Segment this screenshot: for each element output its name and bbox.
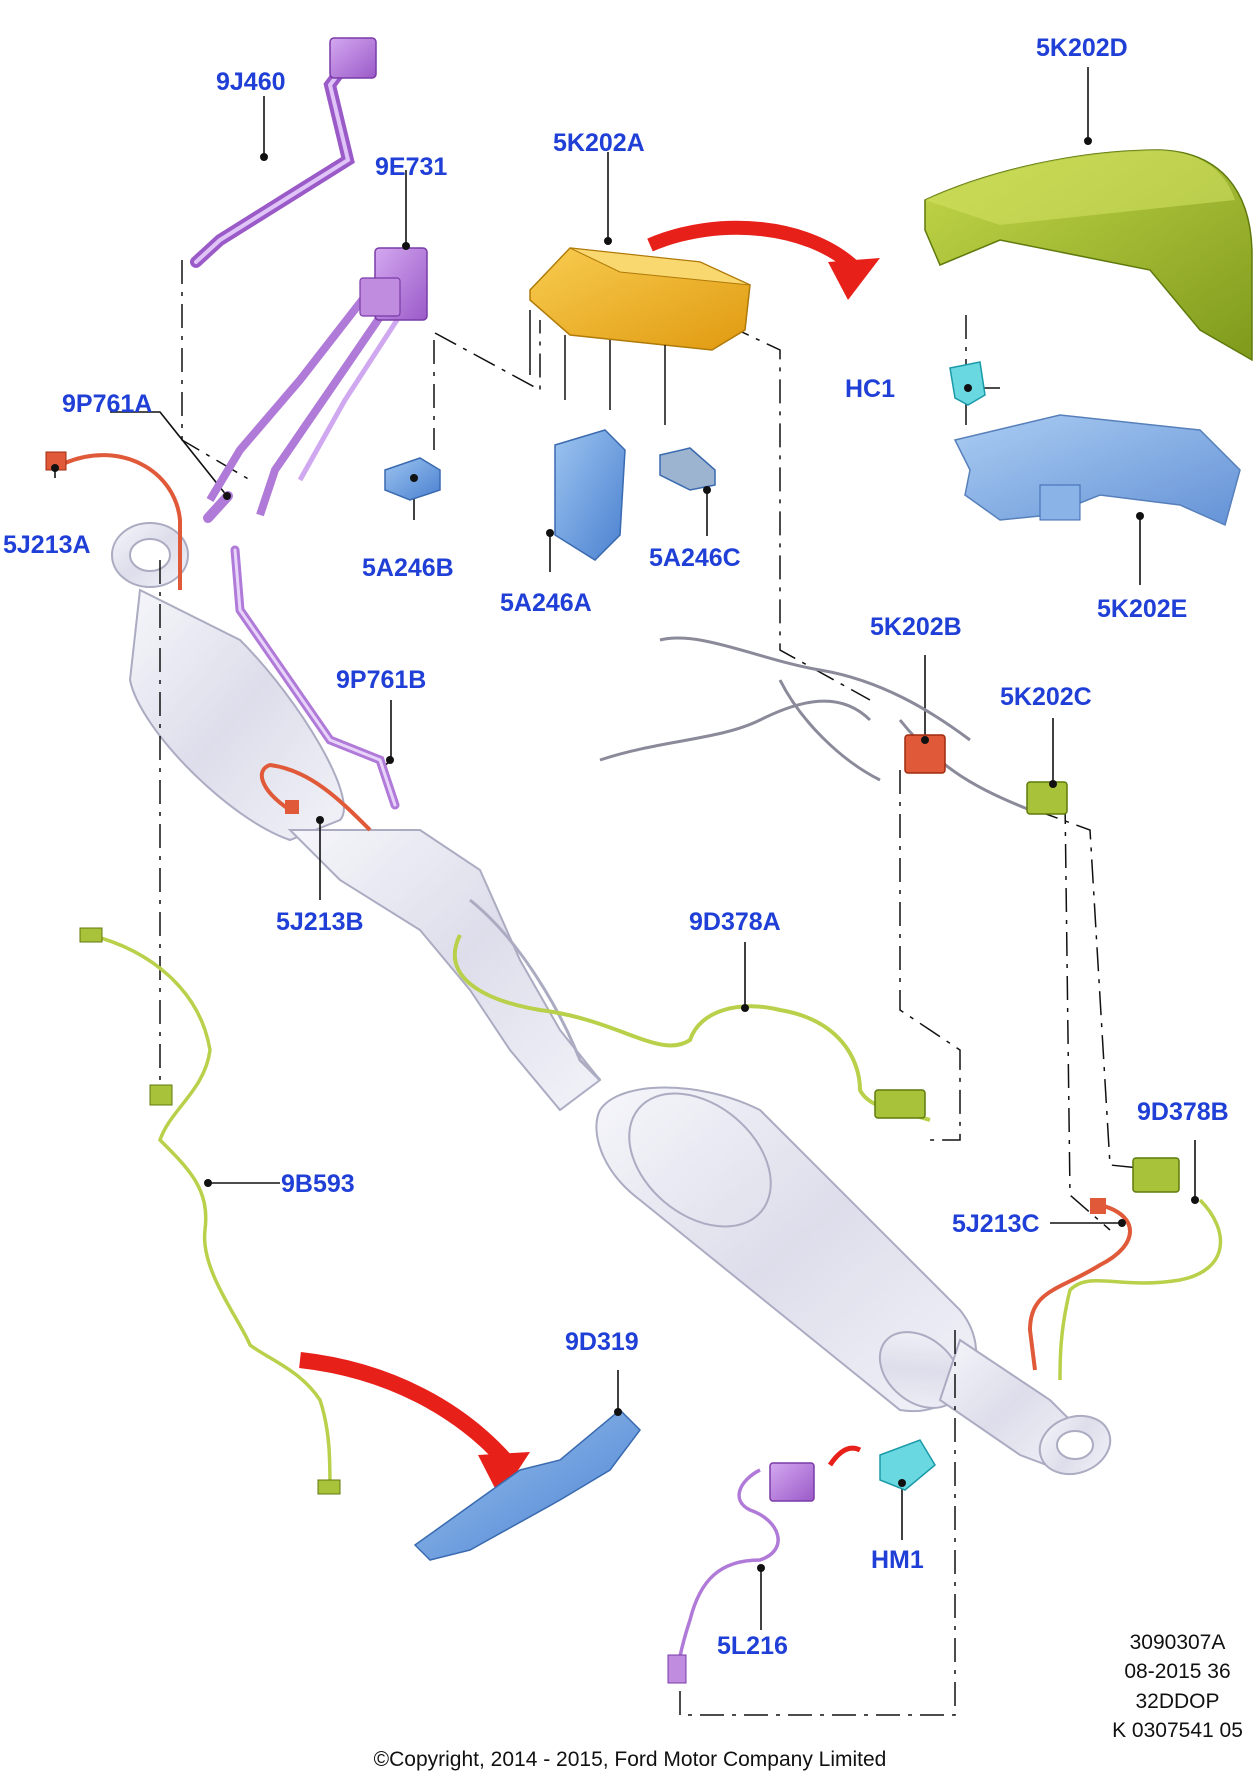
pipe-bend bbox=[469, 898, 602, 1082]
part-9B593 bbox=[79, 927, 341, 1495]
label-5A246C: 5A246C bbox=[649, 544, 741, 572]
leader-dots bbox=[51, 137, 1199, 1572]
part-5L216 bbox=[667, 1462, 815, 1684]
label-9P761B: 9P761B bbox=[336, 666, 427, 694]
part-9D378A bbox=[452, 934, 931, 1122]
part-5K202E bbox=[953, 414, 1241, 527]
label-9B593: 9B593 bbox=[281, 1170, 355, 1198]
part-HM1 bbox=[827, 1439, 936, 1491]
part-9P761B bbox=[230, 545, 400, 810]
part-9J460 bbox=[190, 37, 377, 268]
label-5L216: 5L216 bbox=[717, 1632, 788, 1660]
part-5K202D bbox=[924, 149, 1253, 362]
label-5A246A: 5A246A bbox=[500, 589, 592, 617]
label-5K202E: 5K202E bbox=[1097, 595, 1188, 623]
reference-line-4: K 0307541 05 bbox=[1112, 1719, 1243, 1743]
reference-block: 3090307A 08-2015 36 32DDOP K 0307541 05 bbox=[1095, 1628, 1260, 1746]
reference-line-2: 08-2015 36 bbox=[1124, 1660, 1231, 1684]
label-9P761A: 9P761A bbox=[62, 390, 153, 418]
label-5K202D: 5K202D bbox=[1036, 34, 1128, 62]
label-9D378A: 9D378A bbox=[689, 908, 781, 936]
copyright-text: ©Copyright, 2014 - 2015, Ford Motor Comp… bbox=[373, 1748, 887, 1771]
exhaust-assembly bbox=[111, 522, 1112, 1476]
reference-line-3: 32DDOP bbox=[1135, 1689, 1220, 1713]
wiring-harness bbox=[599, 636, 1031, 812]
reference-line-1: 3090307A bbox=[1129, 1631, 1226, 1654]
label-HM1: HM1 bbox=[871, 1546, 924, 1574]
arrow-bottom bbox=[299, 1352, 530, 1498]
label-5K202C: 5K202C bbox=[1000, 683, 1092, 711]
part-5K202C bbox=[1026, 781, 1068, 815]
part-HC1 bbox=[949, 361, 986, 406]
label-9E731: 9E731 bbox=[375, 153, 448, 181]
label-9D378B: 9D378B bbox=[1137, 1098, 1229, 1126]
part-9D378B bbox=[1058, 1157, 1223, 1381]
front-pipe bbox=[287, 829, 602, 1112]
part-5J213C bbox=[1027, 1198, 1132, 1371]
part-5K202A bbox=[529, 247, 751, 425]
label-5K202A: 5K202A bbox=[553, 129, 645, 157]
label-5K202B: 5K202B bbox=[870, 613, 962, 641]
label-9D319: 9D319 bbox=[565, 1328, 639, 1356]
label-5A246B: 5A246B bbox=[362, 554, 454, 582]
arrow-top bbox=[647, 220, 880, 300]
part-5J213B bbox=[259, 762, 372, 832]
part-5K202B bbox=[904, 734, 946, 774]
part-5A246A bbox=[554, 429, 626, 561]
label-HC1: HC1 bbox=[845, 375, 896, 403]
part-9D319 bbox=[413, 1408, 641, 1561]
part-9E731 bbox=[206, 247, 428, 517]
label-9J460: 9J460 bbox=[216, 68, 286, 96]
part-9P761A bbox=[203, 491, 233, 523]
label-5J213B: 5J213B bbox=[276, 908, 364, 936]
part-5A246C bbox=[659, 447, 716, 491]
label-5J213A: 5J213A bbox=[3, 531, 91, 559]
label-5J213C: 5J213C bbox=[952, 1210, 1040, 1238]
